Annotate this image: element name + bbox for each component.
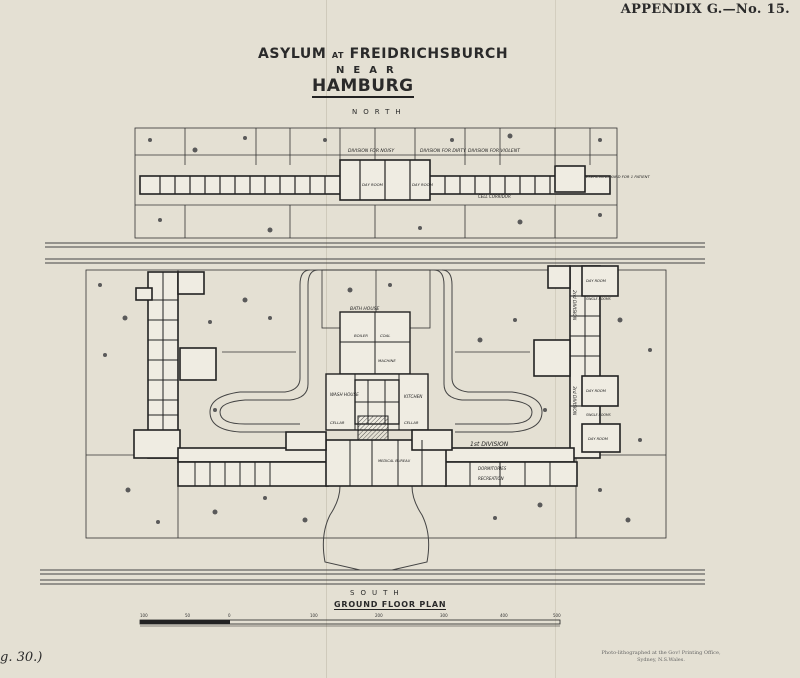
- east-carriage-drive-inner: [433, 269, 533, 425]
- garden-shrubs: [98, 133, 652, 524]
- label-cellar-west: CELLAR: [330, 420, 345, 425]
- label-cellar-east: CELLAR: [404, 420, 419, 425]
- scale-label: 300: [440, 613, 448, 618]
- east-wing-annex: [533, 339, 571, 377]
- administration-block: [325, 439, 447, 487]
- title-at: AT: [331, 51, 345, 60]
- south-west-wing: [177, 461, 329, 487]
- east-porch: [411, 429, 453, 451]
- south-east-wing: [444, 461, 578, 487]
- label-kitchen: KITCHEN: [404, 394, 423, 399]
- north-gardens-frame: [134, 127, 618, 239]
- label-division-dirty: DIVISION FOR DIRTY: [420, 148, 467, 154]
- west-wing-bay: [135, 287, 153, 301]
- west-wing-south-pavilion: [133, 429, 181, 459]
- compass-north: NORTH: [352, 108, 407, 116]
- east-carriage-drive: [441, 269, 543, 433]
- title-hamburg: HAMBURG: [312, 76, 414, 98]
- west-wing-annex: [179, 347, 217, 381]
- scale-bar: [139, 619, 561, 627]
- south-entrance-drive-west: [322, 485, 361, 571]
- scale-label: 500: [553, 613, 561, 618]
- title-asylum: ASYLUM: [258, 46, 327, 62]
- scale-label: 200: [375, 613, 383, 618]
- label-coal: COAL: [380, 333, 390, 338]
- label-division-violent: DIVISION FOR VIOLENT: [468, 148, 521, 154]
- label-machine: MACHINE: [378, 358, 396, 363]
- south-road: [40, 569, 705, 585]
- figure-number: g. 30.): [0, 650, 43, 665]
- west-wing-partitions: [148, 272, 178, 430]
- east-day-room-south: [581, 423, 621, 453]
- plan-subtitle: GROUND FLOOR PLAN: [334, 600, 447, 610]
- south-range-partitions: [194, 440, 551, 486]
- label-dormitories: DORMITORIES: [478, 466, 507, 471]
- label-division-3rd: 3rd DIVISION: [571, 386, 577, 416]
- north-wing-partitions: [159, 160, 551, 200]
- label-division-1st: 1st DIVISION: [470, 441, 509, 448]
- label-exercising-yard: EXERCISING YARD FOR 1 PATIENT: [586, 174, 650, 179]
- east-wing-north-stair: [547, 265, 571, 289]
- scale-label: 400: [500, 613, 508, 618]
- label-single-rooms-2: SINGLE ROOMS: [586, 413, 611, 417]
- appendix-heading: APPENDIX G.—No. 15.: [620, 2, 790, 17]
- label-cell-corridor: CELL CORRIDOR: [478, 194, 511, 199]
- east-wing-partitions: [570, 295, 600, 407]
- label-division-2nd: 2nd DIVISION: [571, 290, 577, 321]
- central-stairs: [357, 415, 389, 441]
- label-day-room-east-3: DAY ROOM: [588, 437, 608, 441]
- north-east-block: [554, 165, 586, 193]
- east-day-room-north: [581, 265, 619, 297]
- scale-label: 100: [310, 613, 318, 618]
- scale-label: 50: [185, 613, 191, 618]
- paper-fold: [555, 0, 556, 678]
- west-porch: [285, 431, 327, 451]
- south-entrance-drive-east: [391, 485, 430, 571]
- north-road: [45, 242, 705, 264]
- west-wing-north-pavilion: [177, 271, 205, 295]
- title-freidrichsburch: FREIDRICHSBURCH: [349, 46, 509, 62]
- west-carriage-drive: [209, 269, 311, 433]
- label-wash-house: WASH HOUSE: [330, 392, 359, 397]
- label-medical-bureau: MEDICAL BUREAU: [378, 459, 411, 463]
- title-near: NEAR: [336, 65, 403, 76]
- label-recreation: RECREATION: [478, 476, 504, 481]
- printer-note: Photo-lithographed at the Gov! Printing …: [601, 650, 721, 663]
- paper-fold: [326, 0, 327, 678]
- label-single-rooms-1: SINGLE ROOMS: [586, 297, 611, 301]
- west-carriage-drive-inner: [219, 269, 319, 425]
- label-boiler: BOILER: [354, 333, 368, 338]
- label-day-room-north-1: DAY ROOM: [362, 182, 384, 187]
- label-day-room-north-2: DAY ROOM: [412, 182, 434, 187]
- label-division-noisy: DIVISION FOR NOISY: [348, 148, 395, 154]
- scale-label: 0: [228, 613, 231, 618]
- plan-title-line1: ASYLUM AT FREIDRICHSBURCH: [258, 46, 508, 62]
- label-bath-house: BATH HOUSE: [350, 306, 379, 312]
- scale-label: 100: [140, 613, 148, 618]
- label-day-room-east-2: DAY ROOM: [586, 389, 606, 393]
- label-day-room-east-1: DAY ROOM: [586, 279, 606, 283]
- compass-south: SOUTH: [350, 589, 405, 597]
- central-partitions: [340, 312, 410, 430]
